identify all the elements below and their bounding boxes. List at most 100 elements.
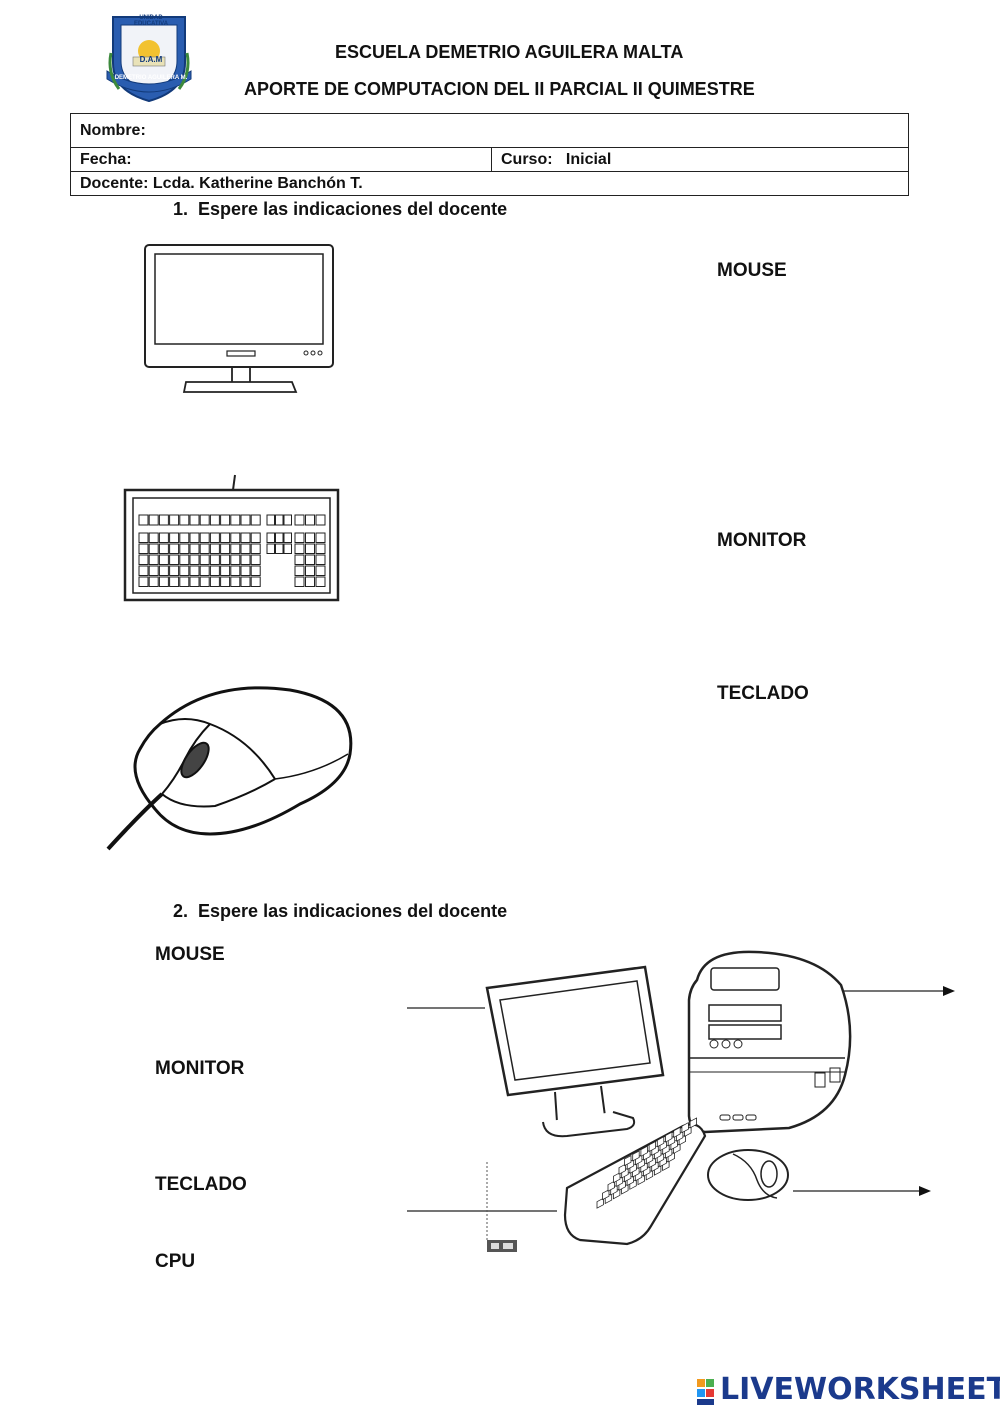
keyboard-key (305, 576, 315, 587)
keyboard-key (315, 576, 326, 587)
keyboard-key (169, 514, 180, 526)
keyboard-key (199, 576, 210, 587)
nombre-cell[interactable]: Nombre: (70, 113, 909, 148)
keyboard-key (169, 532, 180, 543)
q1-instruction: 1. Espere las indicaciones del docente (173, 199, 507, 220)
student-info-table: Nombre: Fecha: Curso: Inicial Docente: L… (70, 113, 909, 196)
keyboard-key (220, 532, 231, 543)
keyboard-key (305, 514, 315, 526)
keyboard-key (138, 514, 149, 526)
keyboard-key (283, 514, 292, 526)
keyboard-key (283, 543, 292, 554)
logo-text-mid: D.A.M (139, 55, 163, 64)
keyboard-key (230, 576, 241, 587)
keyboard-key (283, 532, 292, 543)
q1-label-2[interactable]: MONITOR (717, 530, 807, 551)
keyboard-key (179, 532, 190, 543)
q1-number: 1. (173, 199, 189, 219)
docente-label: Docente: Lcda. Katherine Banchón T. (80, 174, 363, 192)
keyboard-key (294, 565, 305, 576)
keyboard-key (305, 532, 315, 543)
keyboard-key (656, 1136, 665, 1148)
q2-label-2[interactable]: MONITOR (155, 1058, 245, 1079)
keyboard-key (689, 1117, 698, 1129)
keyboard-key (209, 576, 220, 587)
keyboard-key (250, 565, 261, 576)
keyboard-key (240, 514, 251, 526)
keyboard-key (315, 514, 326, 526)
keyboard-key (266, 543, 275, 554)
monitor-image (144, 244, 334, 393)
keyboard-key (294, 543, 305, 554)
keyboard-key (158, 565, 169, 576)
keyboard-key (189, 543, 200, 554)
keyboard-key (240, 576, 251, 587)
keyboard-key (673, 1126, 681, 1138)
keyboard-key (148, 543, 159, 554)
keyboard-key (305, 565, 315, 576)
keyboard-key (169, 554, 180, 565)
keyboard-key (624, 1155, 632, 1167)
keyboard-key (230, 565, 241, 576)
keyboard-key (199, 532, 210, 543)
q2-text: Espere las indicaciones del docente (198, 901, 508, 921)
keyboard-key (294, 514, 305, 526)
keyboard-key (240, 543, 251, 554)
q2-label-1[interactable]: MOUSE (155, 944, 225, 965)
q1-label-1[interactable]: MOUSE (717, 260, 787, 281)
school-name: ESCUELA DEMETRIO AGUILERA MALTA (335, 42, 684, 62)
docente-cell: Docente: Lcda. Katherine Banchón T. (70, 171, 909, 196)
keyboard-key (240, 532, 251, 543)
keyboard-key (148, 514, 159, 526)
keyboard-key (240, 554, 251, 565)
keyboard-key (138, 576, 149, 587)
page-subtitle: APORTE DE COMPUTACION DEL II PARCIAL II … (244, 79, 755, 99)
keyboard-key (148, 576, 159, 587)
keyboard-key (315, 554, 326, 565)
keyboard-key (158, 514, 169, 526)
keyboard-key (199, 565, 210, 576)
school-logo (106, 16, 192, 103)
keyboard-key (305, 543, 315, 554)
keyboard-key (648, 1140, 657, 1153)
keyboard-key (148, 532, 159, 543)
liveworksheets-brand[interactable]: LIVEWORKSHEETS (720, 1372, 1000, 1407)
computer-set-image (407, 950, 955, 1252)
keyboard-key (220, 576, 231, 587)
keyboard-key (209, 532, 220, 543)
keyboard-key (250, 532, 261, 543)
q2-label-4[interactable]: CPU (155, 1251, 196, 1272)
keyboard-key (169, 576, 180, 587)
keyboard-key (305, 554, 315, 565)
keyboard-key (250, 576, 261, 587)
keyboard-key (315, 532, 326, 543)
q1-label-3[interactable]: TECLADO (717, 683, 809, 704)
q2-label-3[interactable]: TECLADO (155, 1174, 247, 1195)
keyboard-key (138, 554, 149, 565)
keyboard-key (189, 554, 200, 565)
mouse-image (106, 686, 353, 851)
keyboard-key (189, 532, 200, 543)
keyboard-key (179, 565, 190, 576)
keyboard-key (148, 565, 159, 576)
keyboard-key (138, 565, 149, 576)
q2-number: 2. (173, 901, 189, 921)
keyboard-key (275, 532, 284, 543)
keyboard-key (266, 514, 275, 526)
keyboard-key (189, 514, 200, 526)
curso-cell: Curso: Inicial (491, 147, 909, 172)
keyboard-key (294, 576, 305, 587)
keyboard-key (158, 532, 169, 543)
keyboard-key (596, 1197, 604, 1209)
keyboard-key (315, 543, 326, 554)
keyboard-key (250, 554, 261, 565)
keyboard-key (179, 543, 190, 554)
keyboard-key (220, 554, 231, 565)
keyboard-key (209, 543, 220, 554)
keyboard-key (230, 554, 241, 565)
keyboard-key (681, 1122, 689, 1134)
keyboard-image (123, 474, 340, 602)
keyboard-key (189, 576, 200, 587)
keyboard-key (179, 554, 190, 565)
fecha-cell[interactable]: Fecha: (70, 147, 492, 172)
